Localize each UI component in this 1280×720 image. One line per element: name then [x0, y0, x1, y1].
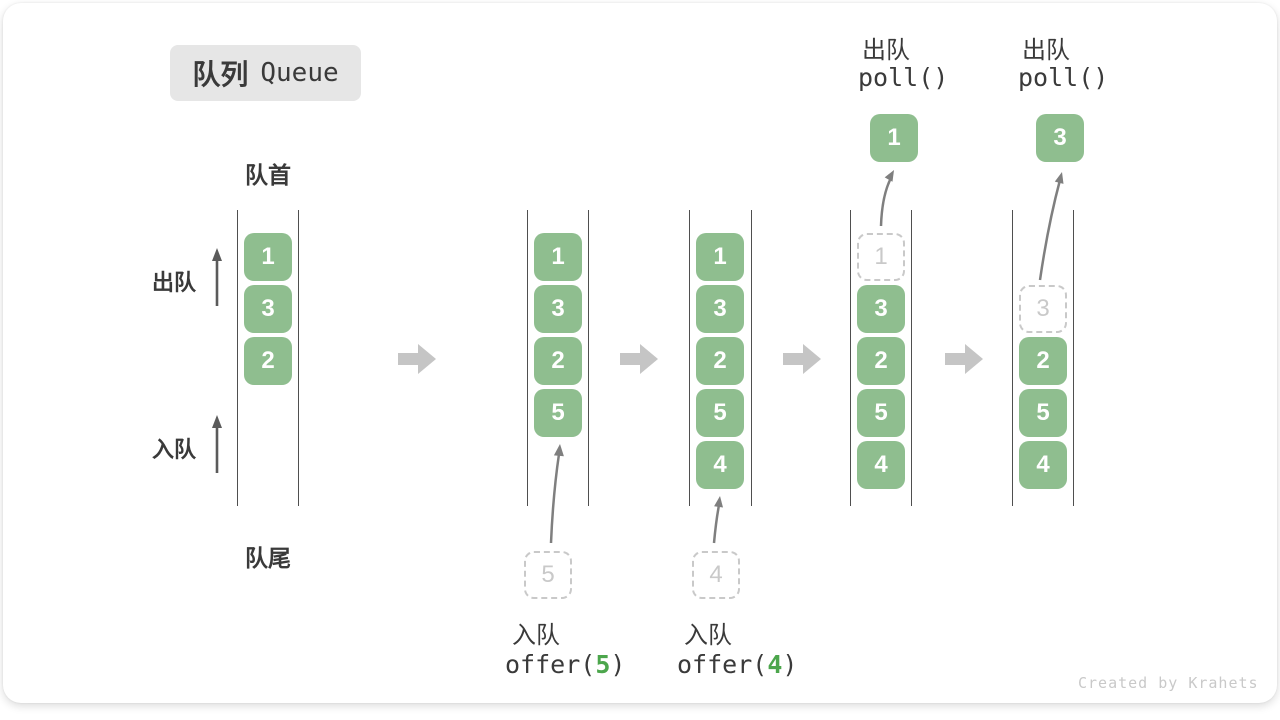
- enqueue-arrow-icon: [549, 444, 564, 544]
- queue-cell: 5: [1019, 389, 1067, 437]
- queue-channel-3: [689, 210, 752, 506]
- queue-channel-2: [527, 210, 589, 506]
- code-fn: offer(: [677, 650, 768, 679]
- queue-cell: 4: [857, 441, 905, 489]
- step-arrow-icon: [398, 344, 436, 374]
- step-arrow-icon: [620, 344, 658, 374]
- queue-channel-4: [850, 210, 912, 506]
- code-close: ): [782, 650, 798, 679]
- code-fn: offer(: [505, 650, 596, 679]
- poll-arrow-icon: [1038, 172, 1064, 281]
- queue-cell: 4: [1019, 441, 1067, 489]
- polled-value-box: 3: [1036, 114, 1084, 162]
- queue-channel-5: [1012, 210, 1074, 506]
- queue-cell: 3: [857, 285, 905, 333]
- queue-cell: 5: [696, 389, 744, 437]
- queue-cell-removed: 1: [857, 233, 905, 281]
- queue-cell: 3: [244, 285, 292, 333]
- queue-cell: 1: [534, 233, 582, 281]
- label-queue-front: 队首: [245, 162, 291, 188]
- enqueue-direction-arrow-icon: [212, 415, 222, 473]
- polled-value-box: 1: [870, 114, 918, 162]
- queue-cell: 5: [857, 389, 905, 437]
- op-enqueue-label: 入队: [512, 622, 560, 649]
- queue-cell: 3: [696, 285, 744, 333]
- label-queue-rear: 队尾: [245, 545, 291, 571]
- queue-cell: 1: [696, 233, 744, 281]
- queue-cell: 3: [534, 285, 582, 333]
- code-close: ): [610, 650, 626, 679]
- queue-cell: 2: [1019, 337, 1067, 385]
- op-enqueue-code: offer(5): [505, 650, 625, 679]
- code-arg: 4: [767, 650, 783, 679]
- watermark: Created by Krahets: [1078, 674, 1259, 692]
- pending-cell: 5: [524, 551, 572, 599]
- op-enqueue-label: 入队: [684, 622, 732, 649]
- enqueue-arrow-icon: [712, 496, 723, 544]
- queue-channel-1: [237, 210, 299, 506]
- op-dequeue-code: poll(): [1018, 63, 1109, 92]
- title-zh: 队列: [192, 59, 249, 90]
- dequeue-direction-arrow-icon: [212, 248, 222, 306]
- queue-cell: 2: [244, 337, 292, 385]
- op-dequeue-label: 出队: [862, 37, 910, 64]
- queue-cell: 2: [857, 337, 905, 385]
- op-dequeue-label: 出队: [1022, 37, 1070, 64]
- pending-cell: 4: [692, 551, 740, 599]
- title-en: Queue: [260, 58, 339, 88]
- label-enqueue-side: 入队: [151, 437, 196, 462]
- title-badge: 队列 Queue: [170, 45, 361, 101]
- queue-cell-removed: 3: [1019, 285, 1067, 333]
- queue-cell: 2: [534, 337, 582, 385]
- op-dequeue-code: poll(): [858, 63, 949, 92]
- step-arrow-icon: [945, 344, 983, 374]
- code-arg: 5: [595, 650, 611, 679]
- label-dequeue-side: 出队: [151, 270, 196, 295]
- queue-cell: 5: [534, 389, 582, 437]
- queue-cell: 4: [696, 441, 744, 489]
- queue-cell: 2: [696, 337, 744, 385]
- step-arrow-icon: [783, 344, 821, 374]
- queue-cell: 1: [244, 233, 292, 281]
- op-enqueue-code: offer(4): [677, 650, 797, 679]
- poll-arrow-icon: [879, 170, 894, 227]
